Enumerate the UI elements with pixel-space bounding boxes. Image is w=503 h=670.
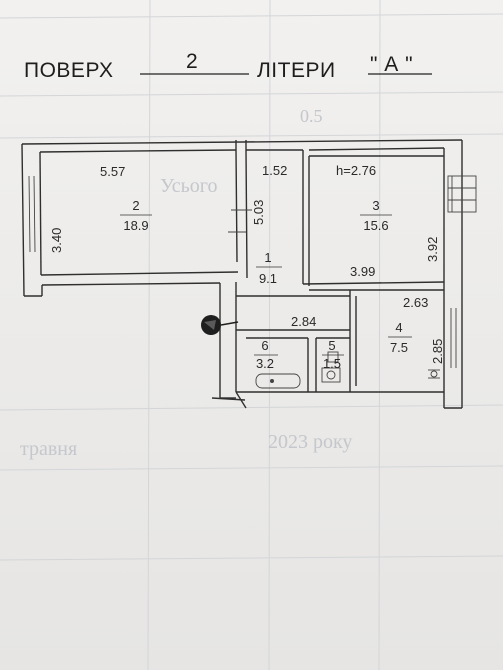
faded-text-2: травня: [20, 438, 77, 460]
room-5-number: 5: [328, 338, 335, 353]
room-1-area: 9.1: [259, 271, 277, 286]
room-6-area: 3.2: [256, 356, 274, 371]
ceiling-height: h=2.76: [336, 163, 376, 178]
entrance-marker: [201, 315, 239, 335]
dim-room3-height: 3.92: [425, 237, 440, 262]
dim-room4-height: 2.85: [430, 339, 445, 364]
dim-corridor-length: 5.03: [251, 200, 266, 225]
dim-room2-width: 5.57: [100, 164, 125, 179]
room-1-number: 1: [264, 250, 271, 265]
floor-value: 2: [186, 50, 198, 73]
letter-value: " А ": [370, 53, 413, 76]
walls: [21, 139, 477, 409]
room-2-number: 2: [132, 198, 139, 213]
room-4-area: 7.5: [390, 340, 408, 355]
dim-corridor-width: 1.52: [262, 163, 287, 178]
room-3-area: 15.6: [363, 218, 388, 233]
room-5-area: 1.5: [323, 356, 341, 371]
dim-room4-width: 2.63: [403, 295, 428, 310]
dim-room2-height: 3.40: [49, 228, 64, 253]
room-4-number: 4: [395, 320, 402, 335]
plan-header: ПОВЕРХ 2 ЛІТЕРИ " А ": [24, 50, 432, 82]
room-3-number: 3: [372, 198, 379, 213]
dim-wc-bath-width: 2.84: [291, 314, 316, 329]
room-6-number: 6: [261, 338, 268, 353]
faded-text-4: 0.5: [300, 106, 323, 126]
dim-room3-width: 3.99: [350, 264, 375, 279]
room-2-area: 18.9: [123, 218, 148, 233]
faded-text-1: Усього: [160, 175, 217, 197]
floor-label: ПОВЕРХ: [24, 59, 114, 82]
room-labels: 2 18.9 3 15.6 1 9.1 4 7.5 6 3.2 5 1.5: [120, 198, 412, 371]
faded-text-3: 2023 року: [268, 431, 352, 453]
letter-label: ЛІТЕРИ: [257, 59, 336, 82]
dimension-labels: 5.57 3.40 1.52 5.03 h=2.76 3.92 3.99 2.6…: [49, 163, 445, 364]
